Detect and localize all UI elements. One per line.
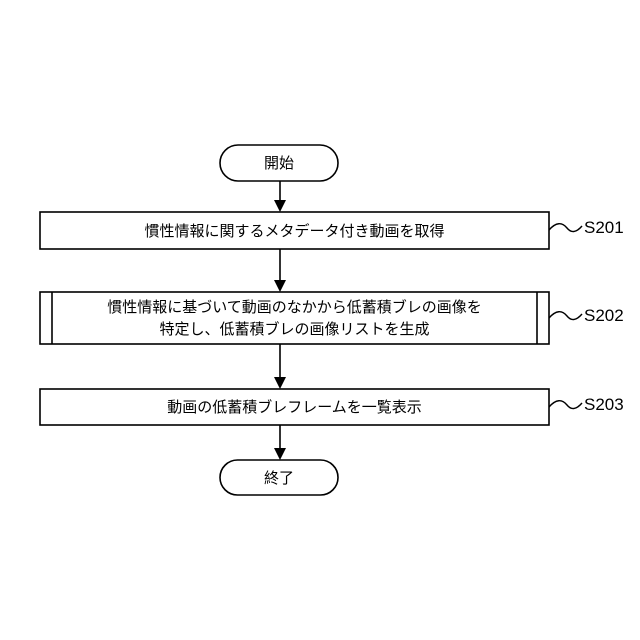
step-label-s201: S201: [584, 218, 624, 238]
step-text-s201-line-1: 慣性情報に関するメタデータ付き動画を取得: [144, 220, 444, 242]
leader-line-s202: [549, 312, 582, 320]
step-text-s203: 動画の低蓄積ブレフレームを一覧表示: [40, 389, 549, 425]
step-text-s202-line-2: 特定し、低蓄積ブレの画像リストを生成: [159, 318, 429, 340]
arrow-s203-to-end: [274, 425, 286, 460]
step-text-s202-line-1: 慣性情報に基づいて動画のなかから低蓄積ブレの画像を: [107, 296, 482, 318]
step-text-s203-line-1: 動画の低蓄積ブレフレームを一覧表示: [167, 396, 422, 418]
step-label-s202: S202: [584, 306, 624, 326]
step-label-s203: S203: [584, 395, 624, 415]
arrow-start-to-s201: [274, 181, 286, 212]
arrow-s202-to-s203: [274, 344, 286, 389]
arrow-s201-to-s202: [274, 249, 286, 292]
step-text-s201: 慣性情報に関するメタデータ付き動画を取得: [40, 212, 549, 249]
leader-line-s201: [549, 224, 582, 232]
step-text-s202: 慣性情報に基づいて動画のなかから低蓄積ブレの画像を 特定し、低蓄積ブレの画像リス…: [52, 292, 537, 344]
end-label: 終了: [220, 460, 338, 495]
leader-line-s203: [549, 401, 582, 409]
start-label: 開始: [220, 145, 338, 181]
